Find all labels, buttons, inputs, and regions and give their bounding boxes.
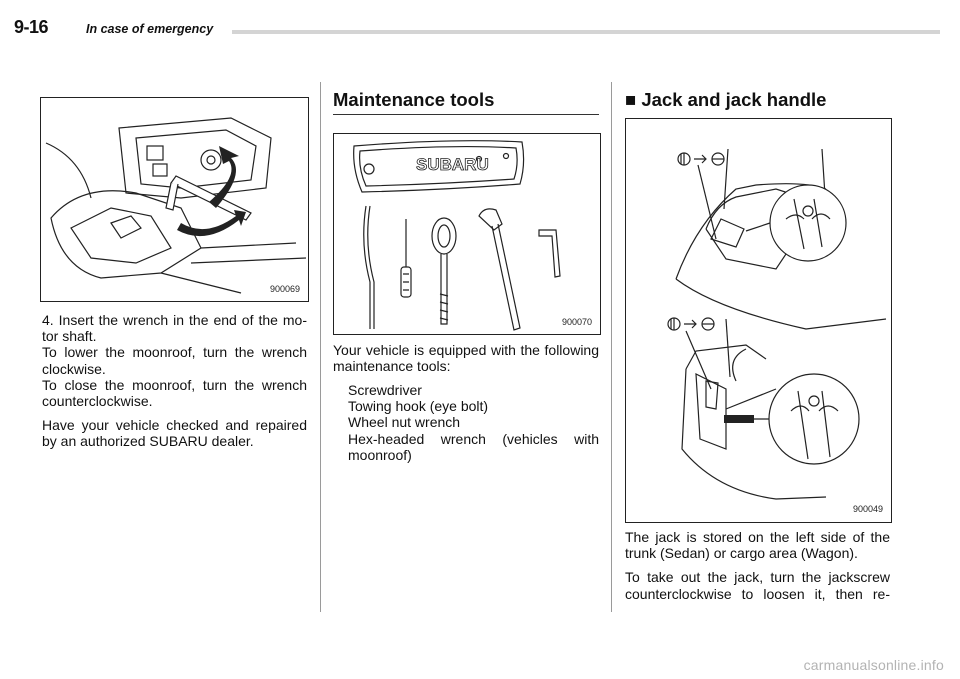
figure-code: 900070 [561, 317, 592, 327]
list-item: Towing hook (eye bolt) [348, 398, 489, 415]
page-number: 9-16 [14, 17, 49, 37]
maintenance-tools-heading: Maintenance tools [333, 89, 495, 110]
jack-storage-text: The jack is stored on the left side of t… [625, 529, 890, 562]
maintenance-tools-figure: SUBARU 900070 [333, 133, 601, 335]
figure-code: 900069 [269, 284, 300, 294]
close-moonroof-text: To close the moonroof, turn the wrench c… [42, 376, 307, 410]
column-divider-right [611, 82, 612, 612]
list-item: Hex-headed wrench (vehicles with moonroo… [348, 430, 599, 463]
right-column-text: The jack is stored on the left side of t… [625, 529, 890, 602]
lower-moonroof-text: To lower the moonroof, turn the wrench c… [42, 344, 307, 377]
jack-storage-figure: 900049 [625, 118, 892, 523]
heading-text: Jack and jack handle [641, 89, 827, 110]
list-item: Wheel nut wrench [348, 414, 461, 431]
heading-bullet: ■ [625, 89, 637, 110]
jack-heading: ■ Jack and jack handle [625, 89, 826, 111]
dealer-advice-text: Have your vehicle checked and repaired b… [42, 417, 307, 450]
jack-removal-text: To take out the jack, turn the jackscrew… [625, 569, 890, 602]
tools-list: Screwdriver Towing hook (eye bolt) Wheel… [348, 382, 599, 463]
list-item: Screwdriver [348, 382, 422, 398]
section-title: In case of emergency [86, 22, 214, 36]
header-rule [232, 30, 940, 34]
figure-code: 900049 [852, 504, 883, 514]
column-divider-left [320, 82, 321, 612]
tool-bag-brand: SUBARU [416, 155, 489, 174]
left-column-text: 4. Insert the wrench in the end of the m… [42, 312, 307, 450]
step-4-text: 4. Insert the wrench in the end of the m… [42, 312, 307, 345]
maintenance-tools-illustration: SUBARU [353, 140, 561, 331]
jack-storage-illustration [667, 148, 887, 500]
moonroof-wrench-figure: 900069 [40, 97, 309, 302]
moonroof-wrench-illustration [45, 117, 307, 294]
watermark: carmanualsonline.info [803, 657, 944, 673]
middle-column-text: Your vehicle is equipped with the follow… [333, 342, 599, 374]
tools-intro-text: Your vehicle is equipped with the follow… [333, 342, 599, 375]
heading-underline [333, 114, 599, 115]
